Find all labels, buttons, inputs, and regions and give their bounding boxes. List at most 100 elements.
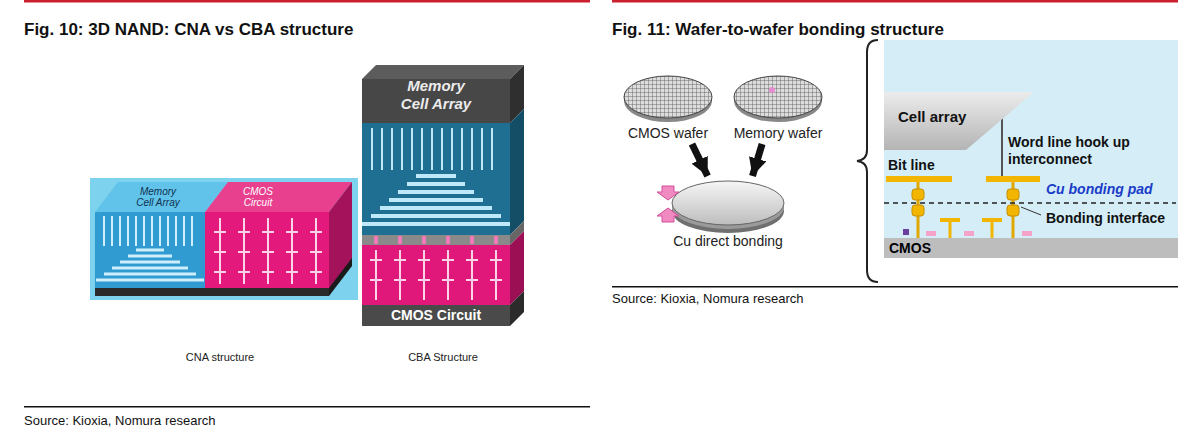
part-label: Bonding interface (1046, 210, 1165, 227)
figure-title: Fig. 10: 3D NAND: CNA vs CBA structure (24, 20, 353, 40)
wafer-illustration (769, 87, 775, 93)
circuit-line (381, 128, 383, 170)
memory-comb (96, 216, 204, 280)
rules (24, 0, 590, 3)
circuit-line (431, 128, 433, 170)
wafer: Memory wafer (725, 72, 831, 142)
cmos-layer: CMOS (884, 238, 1178, 258)
bonding-cross-section (1021, 207, 1041, 215)
cba-illustration (362, 123, 510, 235)
circuit-line (127, 216, 129, 246)
circuit-line (398, 190, 474, 194)
circuit-line (238, 231, 250, 233)
bonding-cross-section (884, 202, 1176, 204)
circuit-line (104, 273, 196, 276)
circuit-line (310, 251, 322, 253)
circuit-line (490, 279, 502, 281)
bonding-cross-section (886, 176, 952, 182)
circuit-line (262, 271, 274, 273)
cmos-circuit-lines (370, 236, 502, 300)
bonding-cross-section (1001, 118, 1003, 176)
cna-illustration (95, 212, 205, 292)
bonding-cross-section (991, 222, 994, 238)
cba-illustration (362, 65, 524, 79)
wafer-illustration (624, 76, 712, 118)
node-text: CMOS wafer (628, 125, 708, 142)
circuit-line (391, 128, 393, 170)
circuit-line (394, 259, 406, 261)
circuit-line (183, 216, 185, 246)
cmos-circuit-block: CMOS Circuit (362, 305, 510, 326)
circuit-line (423, 250, 425, 300)
source-note: Source: Kioxia, Nomura research (24, 413, 215, 429)
circuit-line (286, 231, 298, 233)
bonding-cross-section (912, 205, 924, 216)
cba-illustration (510, 109, 524, 235)
figure-title: Fig. 11: Wafer-to-wafer bonding structur… (612, 20, 944, 40)
circuit-line (119, 216, 121, 246)
node-text: Cell array (898, 108, 966, 126)
circuit-line (490, 259, 502, 261)
wafer: CMOS wafer (620, 72, 716, 142)
cmos-circuit-lines (214, 218, 322, 284)
circuit-line (481, 128, 483, 170)
circuit-line (214, 271, 226, 273)
circuit-line (370, 279, 382, 281)
circuit-line (441, 128, 443, 170)
circuit-line (238, 271, 250, 273)
bonding-cross-section (912, 189, 924, 200)
circuit-line (374, 236, 378, 244)
node-text: CMOS (889, 240, 931, 257)
bonding-cross-section (986, 176, 1040, 182)
circuit-line (495, 250, 497, 300)
cna-illustration (95, 182, 228, 212)
circuit-line (398, 236, 402, 244)
circuit-line (143, 216, 145, 246)
circuit-line (214, 251, 226, 253)
source-note: Source: Kioxia, Nomura research (612, 291, 803, 307)
circuit-line (136, 249, 164, 252)
cba-illustration (362, 235, 510, 245)
circuit-line (375, 250, 377, 300)
circuit-line (238, 251, 250, 253)
circuit-line (442, 259, 454, 261)
bonding-cross-section (857, 40, 878, 282)
bonding-cross-section (857, 40, 1178, 282)
part-label: Cu bonding pad (1046, 181, 1153, 198)
caption-text: CBA Structure (383, 351, 503, 364)
circuit-line (470, 236, 474, 244)
bonding-cross-section (1007, 205, 1019, 216)
rules (612, 286, 1178, 288)
circuit-line (461, 128, 463, 170)
node-text: Memory wafer (734, 125, 823, 142)
memory-cell-array-block: Memory Cell Array (132, 183, 184, 211)
bonding-cross-section (949, 222, 952, 238)
circuit-line (407, 182, 465, 186)
circuit-line (151, 216, 153, 246)
circuit-line (310, 231, 322, 233)
circuit-line (159, 216, 161, 246)
wafer-illustration (657, 186, 679, 200)
circuit-line (103, 216, 105, 246)
node-text: CMOS Circuit (391, 308, 481, 323)
circuit-line (362, 222, 510, 226)
cba-illustration (362, 245, 510, 305)
circuit-line (471, 250, 473, 300)
circuit-line (96, 279, 204, 282)
circuit-line (214, 231, 226, 233)
cna-illustration (90, 178, 358, 300)
circuit-line (128, 255, 172, 258)
circuit-line (447, 250, 449, 300)
circuit-line (416, 174, 456, 178)
rules (24, 406, 590, 408)
bonded-wafer: Cu direct bonding (660, 178, 796, 250)
circuit-line (120, 261, 180, 264)
bonding-cross-section (1007, 189, 1019, 200)
node-text: CMOS Circuit (238, 186, 278, 208)
bonding-cross-section (940, 218, 960, 222)
bonding-cross-section (1022, 231, 1032, 236)
bonding-cross-section (903, 229, 909, 235)
circuit-line (446, 236, 450, 244)
